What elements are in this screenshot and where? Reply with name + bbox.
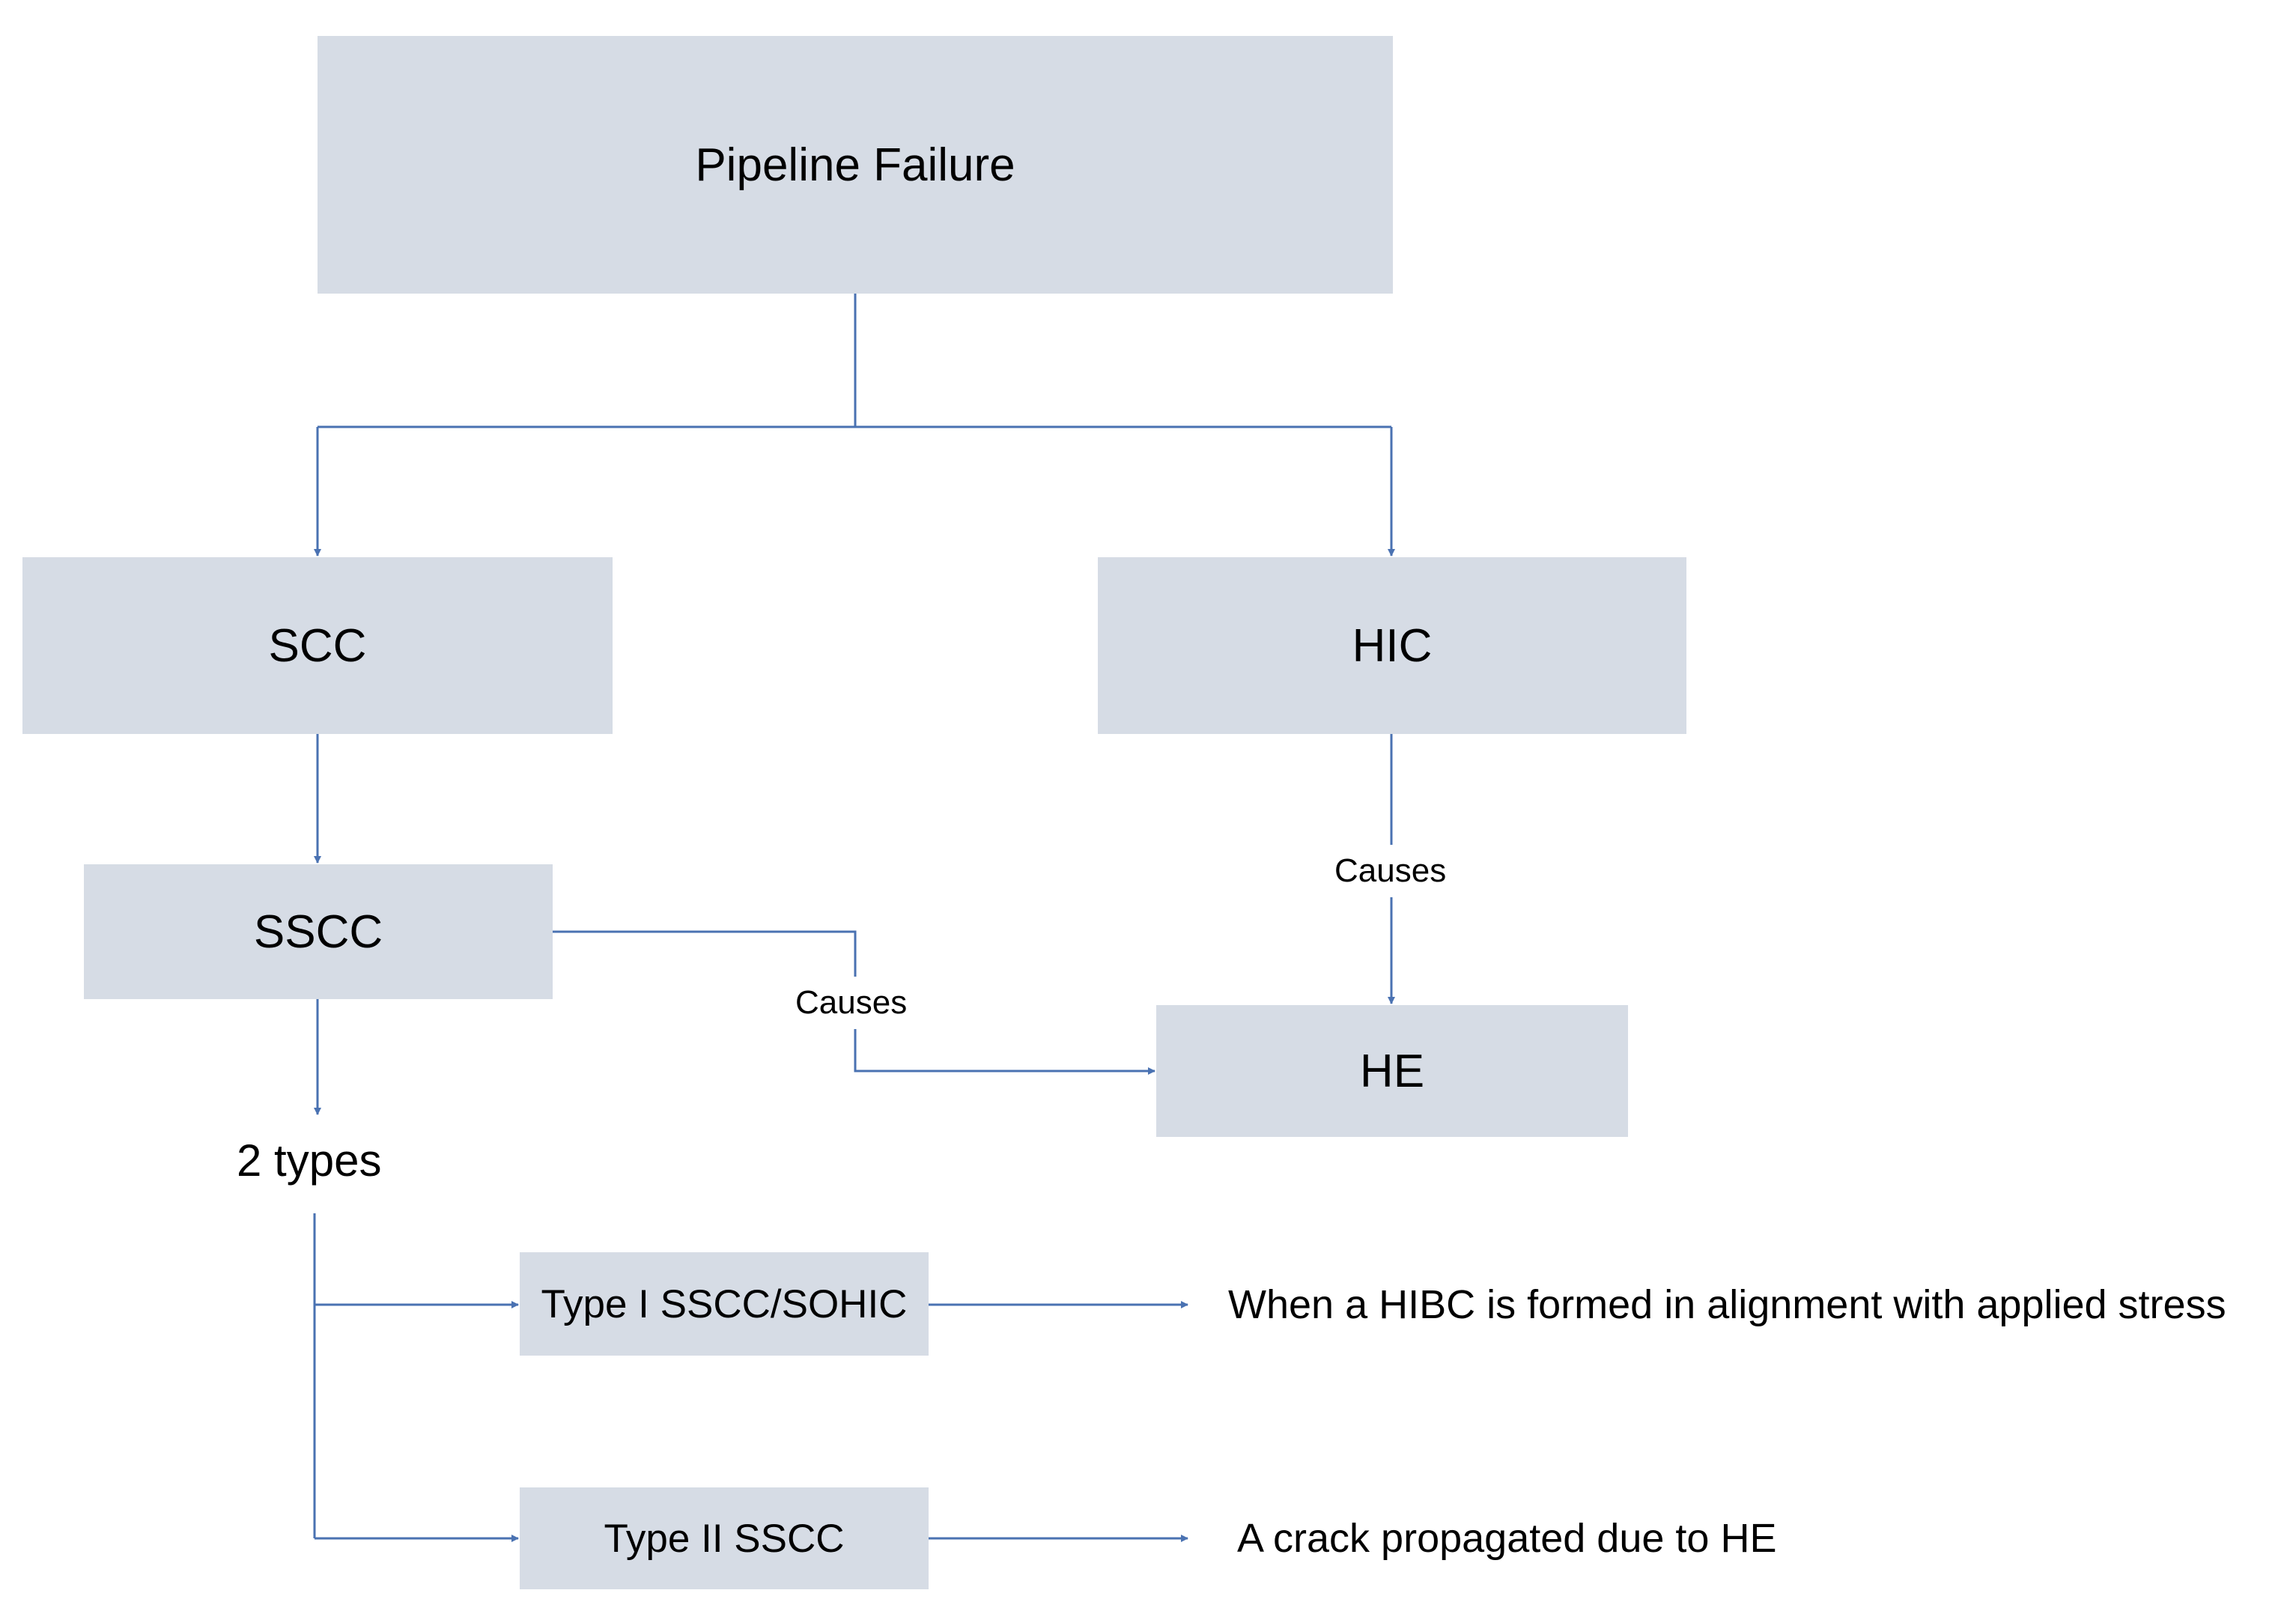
type1-description: When a HIBC is formed in alignment with …: [1228, 1282, 2226, 1327]
node-he: HE: [1156, 1005, 1628, 1137]
node-type1: Type I SSCC/SOHIC: [520, 1252, 929, 1356]
node-type2: Type II SSCC: [520, 1487, 929, 1589]
node-hic: HIC: [1098, 557, 1686, 734]
node-type1-label: Type I SSCC/SOHIC: [541, 1281, 908, 1326]
node-pipeline-failure-label: Pipeline Failure: [695, 139, 1015, 191]
node-type2-label: Type II SSCC: [604, 1516, 845, 1561]
node-scc: SCC: [22, 557, 613, 734]
two-types-text: 2 types: [237, 1135, 382, 1186]
edge-label-sscc-causes-he: Causes: [791, 977, 912, 1029]
node-scc-label: SCC: [268, 619, 367, 672]
node-pipeline-failure: Pipeline Failure: [318, 36, 1393, 294]
node-hic-label: HIC: [1352, 619, 1433, 672]
node-sscc-label: SSCC: [253, 905, 383, 958]
node-sscc: SSCC: [84, 864, 553, 999]
edge-label-hic-causes-he: Causes: [1330, 845, 1451, 897]
type2-description: A crack propagated due to HE: [1237, 1516, 1777, 1561]
node-he-label: HE: [1359, 1045, 1425, 1097]
